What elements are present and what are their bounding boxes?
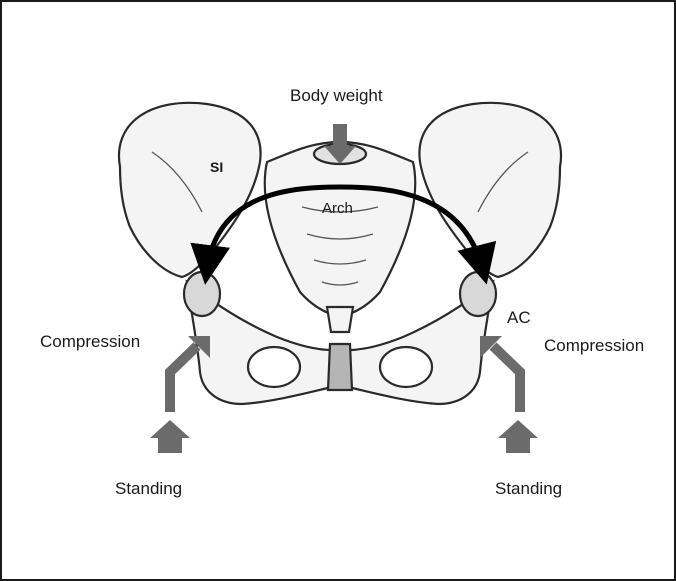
standing-label-left: Standing <box>115 480 182 497</box>
up-arrow-icon <box>498 420 538 453</box>
standing-label-right: Standing <box>495 480 562 497</box>
coccyx <box>327 307 353 332</box>
body-weight-label: Body weight <box>290 87 383 104</box>
compression-label-right: Compression <box>544 337 644 354</box>
up-arrow-icon <box>150 420 190 453</box>
si-joint-label: SI <box>210 160 223 174</box>
bent-arrow-icon <box>480 336 520 412</box>
sacrum <box>265 142 415 317</box>
arch-label: Arch <box>322 201 353 216</box>
ac-label: AC <box>507 309 531 326</box>
pubic-symphysis <box>328 344 352 390</box>
compression-label-left: Compression <box>40 333 140 350</box>
